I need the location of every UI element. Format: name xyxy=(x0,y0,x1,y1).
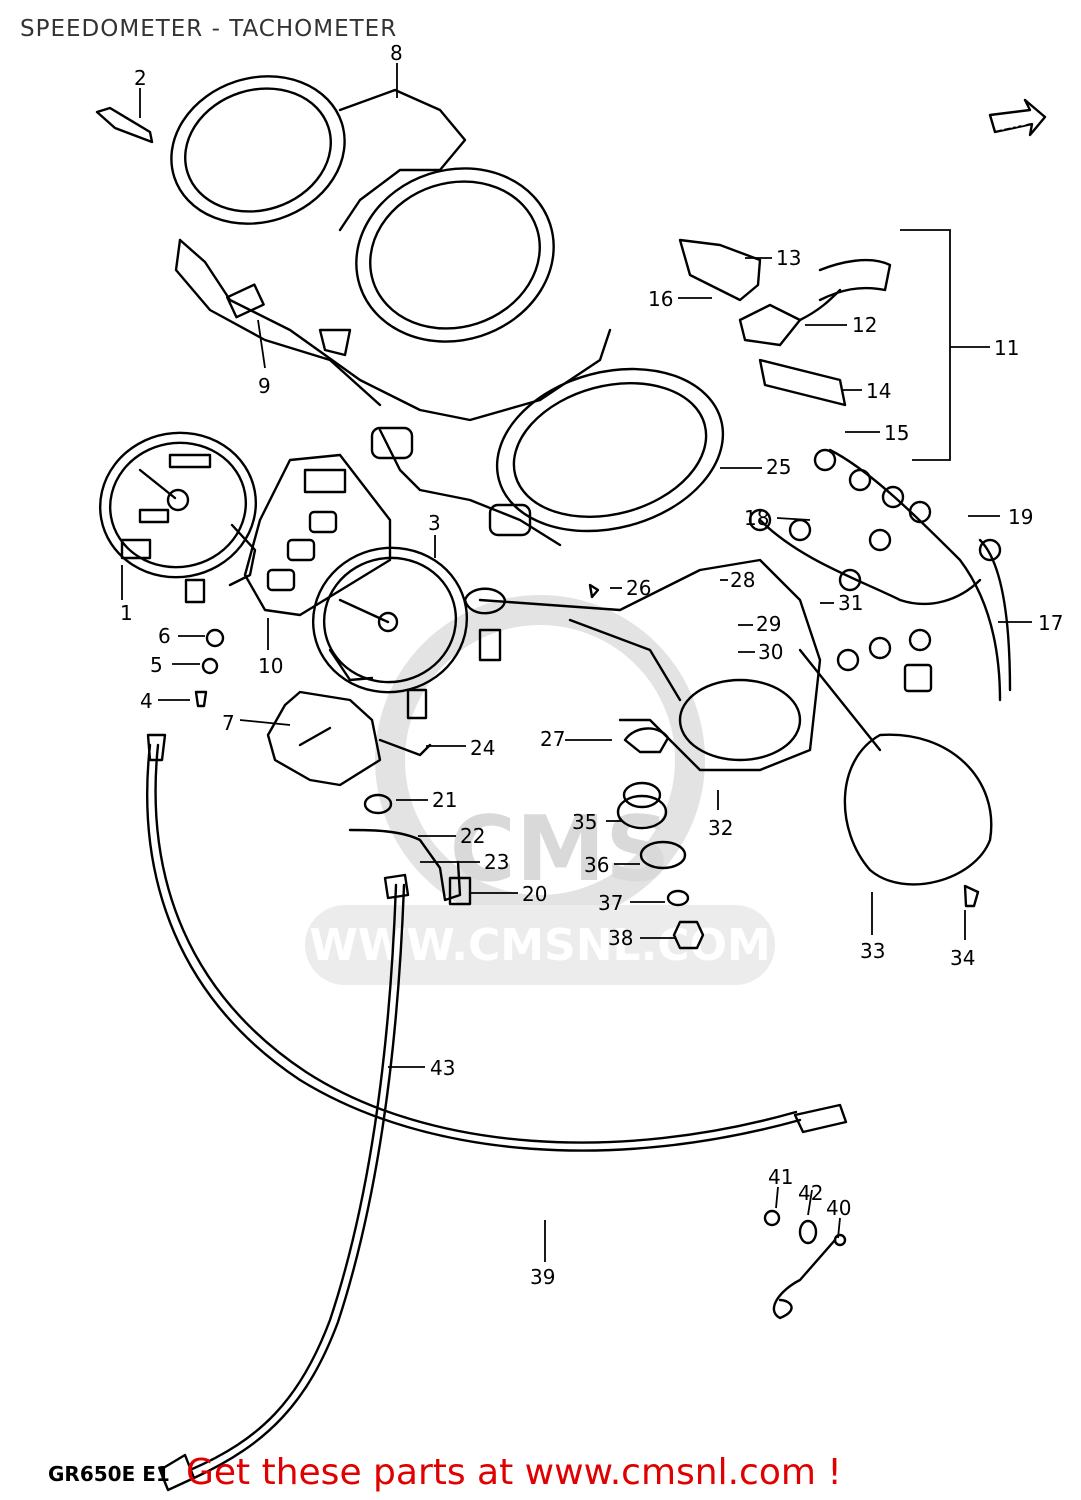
callout-15: 15 xyxy=(884,421,909,445)
callout-22: 22 xyxy=(460,824,485,848)
callout-25: 25 xyxy=(766,455,791,479)
callout-39: 39 xyxy=(530,1265,555,1289)
callout-labels: 1 2 3 4 5 6 7 8 9 10 11 12 13 14 15 16 1… xyxy=(120,41,1063,1289)
wiring-harness xyxy=(748,448,1012,702)
lower-case xyxy=(370,367,822,772)
headlight-cover xyxy=(798,648,993,886)
callout-37: 37 xyxy=(598,891,623,915)
callout-5: 5 xyxy=(150,653,163,677)
page-title: SPEEDOMETER - TACHOMETER xyxy=(20,16,398,42)
fwd-arrow xyxy=(988,98,1047,137)
callout-27: 27 xyxy=(540,727,565,751)
callout-17: 17 xyxy=(1038,611,1063,635)
small-parts xyxy=(95,106,980,1320)
part-drawings xyxy=(95,75,1047,1492)
callout-31: 31 xyxy=(838,591,863,615)
callout-30: 30 xyxy=(758,640,783,664)
switch-assembly xyxy=(678,238,892,407)
temp-gauge xyxy=(266,690,432,787)
cables xyxy=(146,733,848,1492)
callout-18: 18 xyxy=(744,506,769,530)
tachometer xyxy=(311,546,507,720)
callout-19: 19 xyxy=(1008,505,1033,529)
callout-40: 40 xyxy=(826,1196,851,1220)
callout-21: 21 xyxy=(432,788,457,812)
callout-9: 9 xyxy=(258,374,271,398)
watermark: CMS WWW.CMSNL.COM xyxy=(305,595,775,985)
model-code: GR650E E1 xyxy=(48,1462,170,1486)
callout-3: 3 xyxy=(428,511,441,535)
callout-29: 29 xyxy=(756,612,781,636)
instrument-housing xyxy=(170,75,612,422)
callout-16: 16 xyxy=(648,287,673,311)
callout-36: 36 xyxy=(584,853,609,877)
callout-41: 41 xyxy=(768,1165,793,1189)
callout-11: 11 xyxy=(994,336,1019,360)
callout-4: 4 xyxy=(140,689,153,713)
callout-2: 2 xyxy=(134,66,147,90)
watermark-logo: CMS xyxy=(450,797,670,902)
callout-20: 20 xyxy=(522,882,547,906)
callout-38: 38 xyxy=(608,926,633,950)
callout-32: 32 xyxy=(708,816,733,840)
fwd-label: FWD xyxy=(999,114,1030,133)
callout-7: 7 xyxy=(222,711,235,735)
callout-35: 35 xyxy=(572,810,597,834)
callout-33: 33 xyxy=(860,939,885,963)
promo-link[interactable]: Get these parts at www.cmsnl.com ! xyxy=(186,1452,842,1493)
callout-26: 26 xyxy=(626,576,651,600)
callout-14: 14 xyxy=(866,379,891,403)
callout-43: 43 xyxy=(430,1056,455,1080)
callout-23: 23 xyxy=(484,850,509,874)
watermark-url: WWW.CMSNL.COM xyxy=(309,920,771,971)
callout-42: 42 xyxy=(798,1181,823,1205)
indicator-panel xyxy=(243,453,392,617)
callout-8: 8 xyxy=(390,41,403,65)
callout-10: 10 xyxy=(258,654,283,678)
callout-12: 12 xyxy=(852,313,877,337)
leader-lines xyxy=(121,63,1032,1262)
callout-6: 6 xyxy=(158,624,171,648)
callout-24: 24 xyxy=(470,736,495,760)
callout-1: 1 xyxy=(120,601,133,625)
callout-13: 13 xyxy=(776,246,801,270)
speedometer xyxy=(98,431,258,604)
callout-28: 28 xyxy=(730,568,755,592)
callout-34: 34 xyxy=(950,946,975,970)
